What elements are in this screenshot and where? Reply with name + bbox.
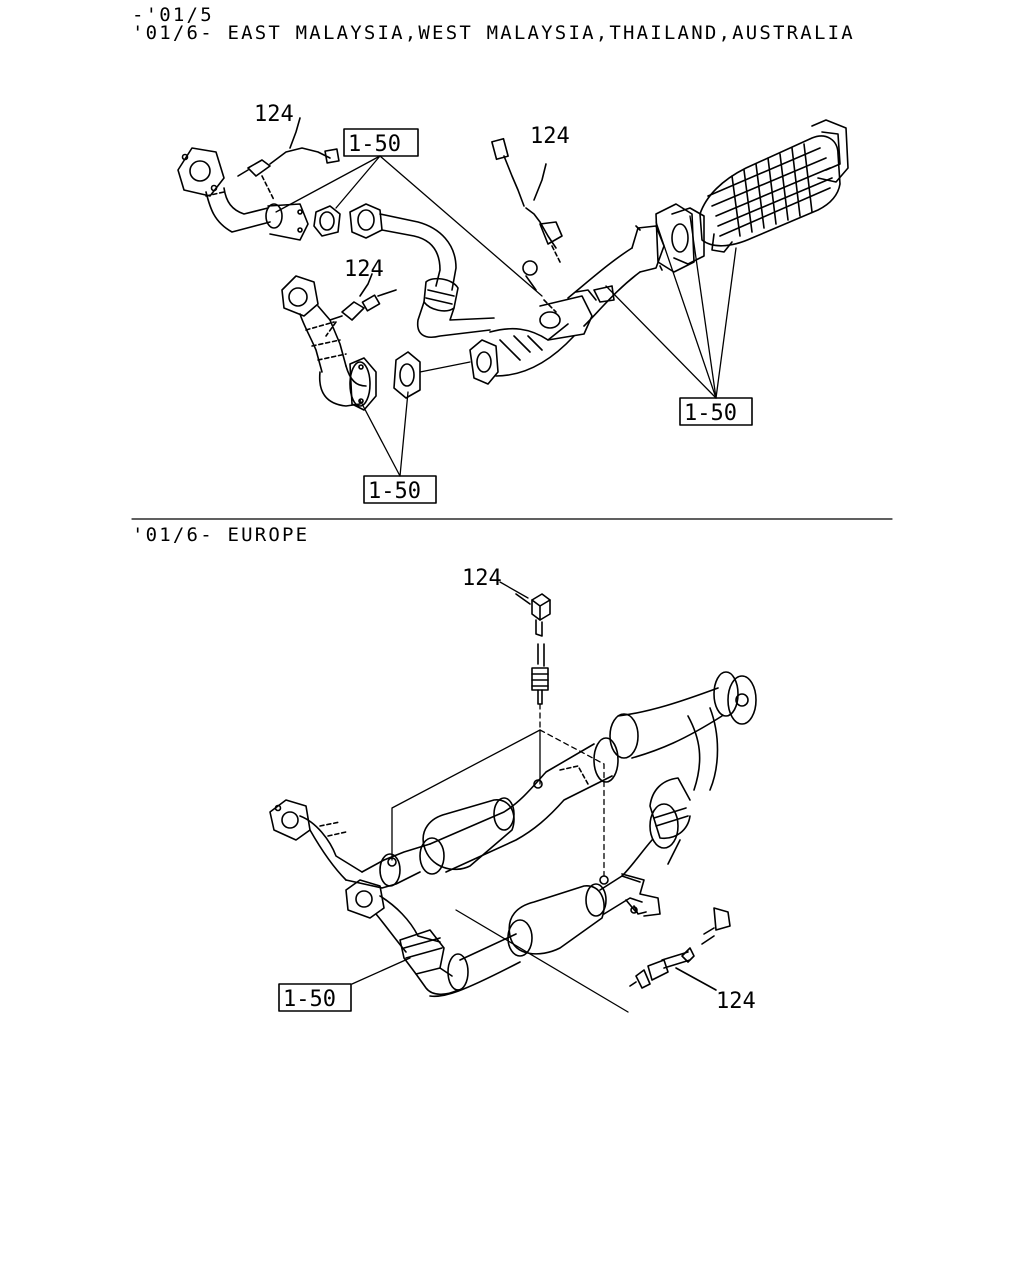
bottom-exhaust-assembly [269, 581, 757, 1013]
o2-sensor-vertical [515, 593, 551, 705]
lower-gasket [393, 351, 471, 399]
upper-gaskets [313, 203, 383, 239]
label-124-europe-right: 124 [716, 989, 756, 1014]
lower-small-cat [507, 873, 661, 957]
ref-1-50-top: 1-50 [348, 132, 401, 157]
leader-lines-bottom [351, 581, 629, 1013]
label-124-lower-left: 124 [344, 257, 384, 282]
cross-pipe [379, 213, 495, 338]
o2-sensor-lower-left [325, 273, 397, 337]
y-collector [469, 247, 641, 385]
leader-lines-top [275, 155, 737, 477]
lower-manifold-flange [281, 275, 377, 411]
label-124-top-mid: 124 [530, 124, 570, 149]
callout-box-1-50-top [343, 128, 419, 157]
upper-manifold-flange [177, 147, 225, 197]
upper-front-pipe [205, 187, 309, 241]
label-124-top-left: 124 [254, 102, 294, 127]
ref-1-50-bottom: 1-50 [368, 479, 421, 504]
ref-1-50-right: 1-50 [684, 401, 737, 426]
callout-box-1-50-bottom [363, 475, 437, 504]
section-europe-title: '01/6- EUROPE [132, 524, 310, 546]
header-date-range: -'01/5 [132, 4, 214, 26]
label-124-europe-top: 124 [462, 566, 502, 591]
callout-box-1-50-lower [278, 983, 352, 1012]
callout-box-1-50-right [679, 397, 753, 426]
o2-sensor-upper-left [237, 117, 340, 201]
o2-sensor-lower-right [625, 899, 731, 991]
o2-sensor-mid [491, 137, 563, 313]
bolt-marker-b [599, 875, 609, 885]
bottom-main-pipe [429, 671, 757, 877]
bottom-manifold-lower [345, 879, 521, 998]
upper-small-cat [419, 797, 515, 875]
mid-pipe [631, 203, 705, 273]
bottom-manifold-upper [269, 799, 431, 889]
ref-1-50-europe: 1-50 [283, 987, 336, 1012]
bolt-marker-a [533, 779, 543, 789]
header-region-list: '01/6- EAST MALAYSIA,WEST MALAYSIA,THAIL… [132, 22, 855, 44]
catalytic-converter [699, 119, 849, 253]
top-exhaust-assembly [177, 117, 849, 504]
